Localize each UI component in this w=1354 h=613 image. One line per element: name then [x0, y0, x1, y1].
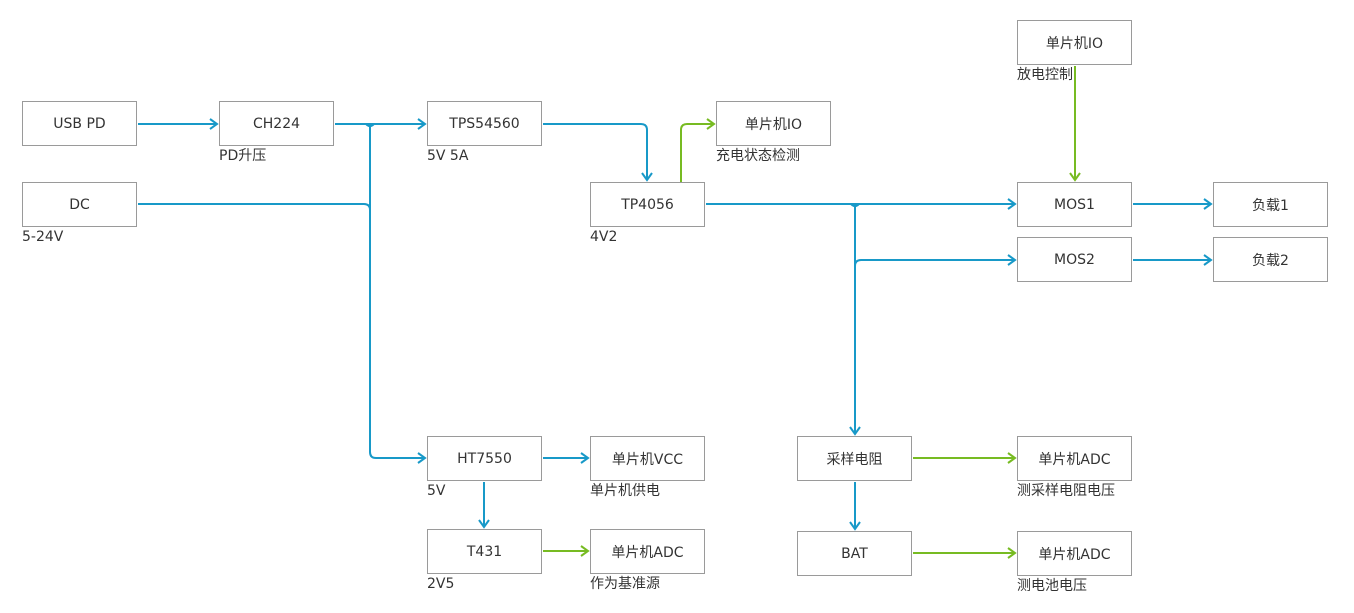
node-label: BAT [841, 545, 868, 562]
node-label: T431 [466, 543, 503, 560]
edge-dc-bus [138, 203, 371, 211]
node-label: CH224 [252, 115, 301, 132]
node-mcu-io-charge[interactable]: 单片机IO [716, 101, 831, 146]
node-note-mcu-adc-shunt: 测采样电阻电压 [1017, 483, 1115, 499]
edge-bus-mos2 [854, 210, 1017, 267]
node-note-tps54560: 5V 5A [427, 148, 469, 164]
node-note-mcu-adc-ref: 作为基准源 [590, 576, 660, 592]
node-tps54560[interactable]: TPS54560 [427, 101, 542, 146]
node-mcu-adc-bat[interactable]: 单片机ADC [1017, 531, 1132, 576]
node-label: 单片机ADC [1038, 451, 1111, 468]
node-mcu-adc-ref[interactable]: 单片机ADC [590, 529, 705, 574]
node-label: MOS1 [1054, 196, 1095, 213]
node-label: MOS2 [1054, 251, 1095, 268]
node-tp4056[interactable]: TP4056 [590, 182, 705, 227]
node-label: 单片机ADC [611, 544, 684, 561]
node-label: 负载1 [1252, 197, 1289, 214]
node-note-mcu-vcc: 单片机供电 [590, 483, 660, 499]
node-label: TPS54560 [449, 115, 520, 132]
node-mcu-io-discharge[interactable]: 单片机IO [1017, 20, 1132, 65]
node-mos1[interactable]: MOS1 [1017, 182, 1132, 227]
node-ht7550[interactable]: HT7550 [427, 436, 542, 481]
node-note-mcu-adc-bat: 测电池电压 [1017, 578, 1087, 594]
node-note-mcu-io-charge: 充电状态检测 [716, 148, 800, 164]
node-label: USB PD [53, 115, 106, 132]
node-label: TP4056 [621, 196, 674, 213]
node-mcu-adc-shunt[interactable]: 单片机ADC [1017, 436, 1132, 481]
node-note-ch224: PD升压 [219, 148, 267, 164]
node-usb-pd[interactable]: USB PD [22, 101, 137, 146]
node-note-dc: 5-24V [22, 229, 64, 245]
node-ch224[interactable]: CH224 [219, 101, 334, 146]
node-note-tp4056: 4V2 [590, 229, 618, 245]
node-shunt-resistor[interactable]: 采样电阻 [797, 436, 912, 481]
node-note-t431: 2V5 [427, 576, 455, 592]
node-dc[interactable]: DC [22, 182, 137, 227]
node-t431[interactable]: T431 [427, 529, 542, 574]
node-load1[interactable]: 负载1 [1213, 182, 1328, 227]
node-mos2[interactable]: MOS2 [1017, 237, 1132, 282]
node-label: 单片机IO [744, 116, 803, 133]
junction-bus-tp4056 [850, 203, 860, 207]
node-note-mcu-io-discharge: 放电控制 [1017, 67, 1073, 83]
edge-bus-ht7550 [369, 124, 427, 464]
node-label: 单片机VCC [611, 451, 684, 468]
node-label: 采样电阻 [826, 451, 883, 468]
node-label: 单片机ADC [1038, 546, 1111, 563]
edge-tps54560-tp4056 [543, 123, 653, 182]
node-label: 单片机IO [1045, 35, 1104, 52]
node-load2[interactable]: 负载2 [1213, 237, 1328, 282]
node-label: DC [69, 196, 90, 213]
node-label: 负载2 [1252, 252, 1289, 269]
node-bat[interactable]: BAT [797, 531, 912, 576]
node-mcu-vcc[interactable]: 单片机VCC [590, 436, 705, 481]
edge-tp4056-mcu-io [680, 118, 716, 182]
junction-bus-top [365, 123, 375, 127]
node-label: HT7550 [457, 450, 512, 467]
node-note-ht7550: 5V [427, 483, 446, 499]
